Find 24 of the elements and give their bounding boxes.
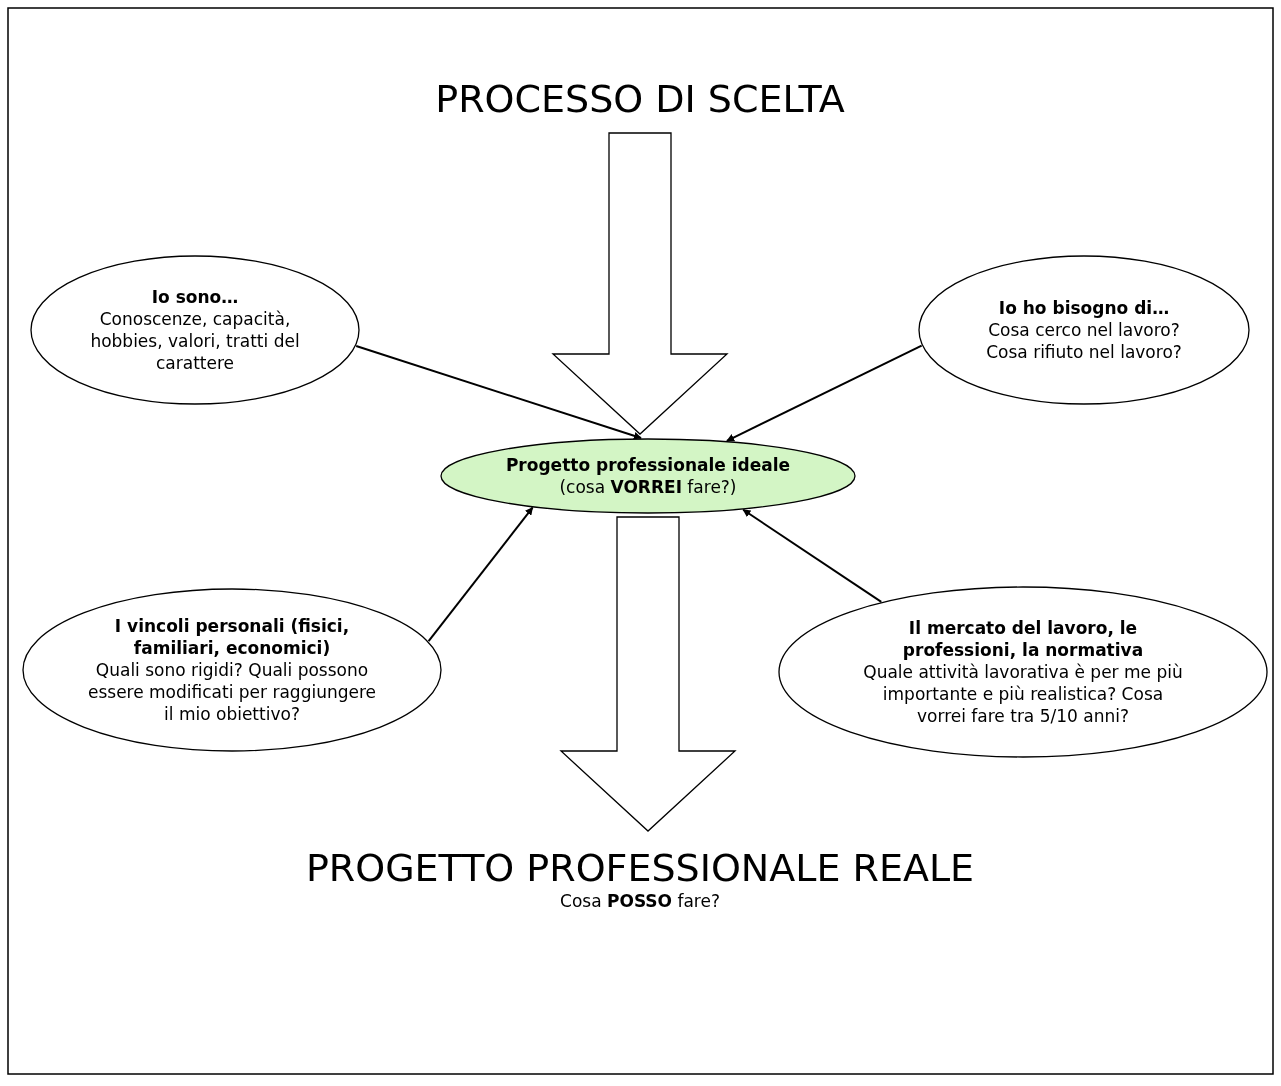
node-heading: Progetto professionale ideale	[505, 453, 791, 476]
node-body-text: Quale attività lavorativa è per me più importante e più realistica? Cosa vorrei fare tra 5/10 anni?	[862, 660, 1184, 728]
arrow	[725, 344, 923, 442]
block-arrow	[551, 132, 729, 435]
node-heading: Io sono…	[151, 285, 239, 308]
ellipse-node	[22, 588, 442, 752]
node-body-text: (cosa VORREI fare?)	[559, 476, 737, 499]
node-body-text: Conoscenze, capacità, hobbies, valori, tratti del carattere	[89, 307, 301, 375]
node-heading: Io ho bisogno di…	[998, 296, 1170, 319]
block-arrow	[559, 516, 737, 832]
arrow	[355, 345, 642, 440]
heading-text: PROCESSO DI SCELTA	[435, 79, 845, 121]
node-heading: Il mercato del lavoro, le professioni, la normativa	[901, 616, 1145, 661]
node-body-text: Quali sono rigidi? Quali possono essere modificati per raggiungere il mio obiettivo?	[86, 658, 378, 726]
node-body-text: Cosa cerco nel lavoro? Cosa rifiuto nel lavoro?	[985, 318, 1183, 364]
ellipse-node	[440, 438, 856, 514]
ellipse-node	[918, 255, 1250, 405]
node-body-text: Cosa POSSO fare?	[560, 889, 720, 912]
arrow	[427, 506, 534, 643]
ellipse-node	[778, 586, 1268, 758]
node-heading: I vincoli personali (fisici, familiari, economici)	[113, 614, 351, 659]
ellipse-node	[30, 255, 360, 405]
arrow	[742, 508, 883, 603]
heading-text: PROGETTO PROFESSIONALE REALE	[305, 848, 975, 890]
